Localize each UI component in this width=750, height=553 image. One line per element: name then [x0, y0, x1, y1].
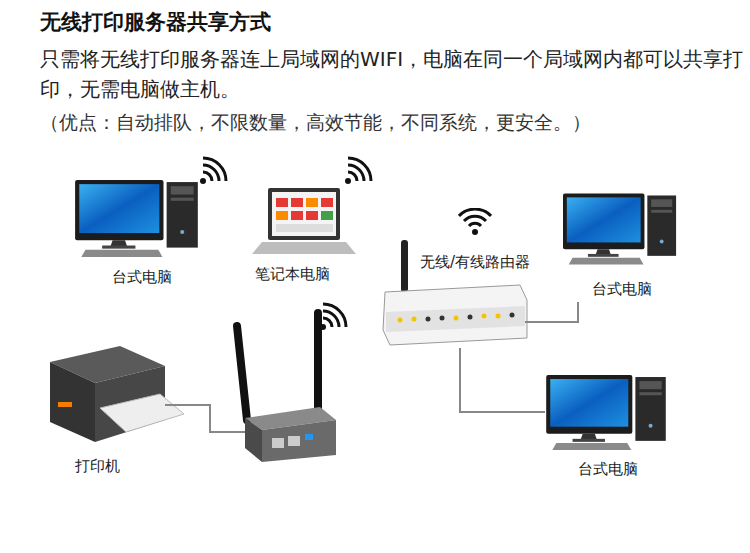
router: 无线/有线路由器: [383, 248, 536, 348]
device-label: 台式电脑: [578, 460, 638, 478]
device-label: 打印机: [75, 457, 120, 475]
desktop-computer: 台式电脑: [562, 190, 680, 302]
advantages-note: （优点：自动排队，不限数量，高效节能，不同系统，更安全。）: [40, 108, 750, 136]
device-label: 台式电脑: [592, 280, 652, 298]
desktop-computer: 台式电脑: [545, 372, 670, 482]
laptop-computer: 笔记本电脑: [250, 183, 355, 285]
network-cable: [536, 302, 578, 322]
diagram-title: 无线打印服务器共享方式: [40, 8, 271, 36]
description-text: 只需将无线打印服务器连上局域网的WIFI，电脑在同一个局域网内都可以共享打印，无…: [40, 44, 750, 104]
device-label: 台式电脑: [112, 268, 172, 286]
network-cable: [460, 348, 545, 412]
printer: 打印机: [40, 340, 190, 478]
device-label: 笔记本电脑: [255, 265, 330, 283]
desktop-computer: 台式电脑: [75, 178, 203, 288]
device-label: 无线/有线路由器: [420, 253, 530, 271]
